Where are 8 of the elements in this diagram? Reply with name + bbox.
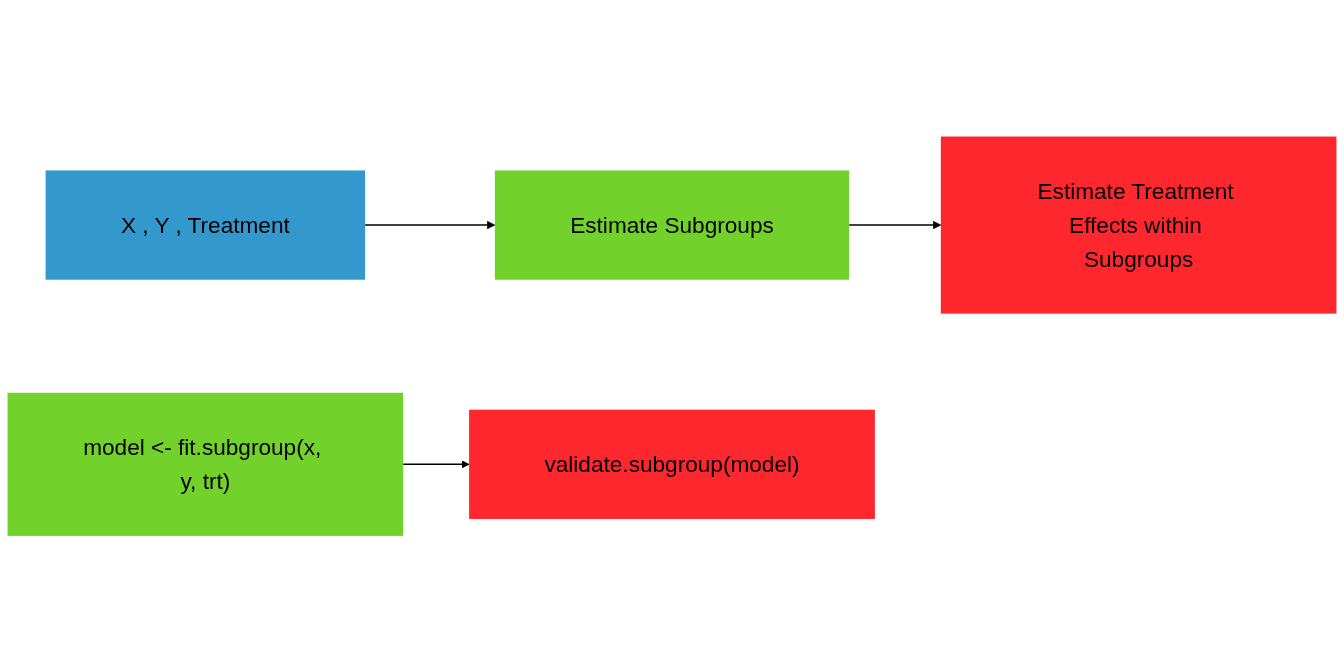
arrow xyxy=(364,220,496,229)
node-box: validate.subgroup(model) xyxy=(469,409,875,519)
node-box: Estimate Subgroups xyxy=(494,170,850,280)
node-box: Estimate Treatment Effects within Subgroups xyxy=(940,136,1337,314)
arrow xyxy=(848,220,942,229)
node-box: model <- fit.subgroup(x, y, trt) xyxy=(7,392,404,536)
node-box: X , Y , Treatment xyxy=(45,170,366,280)
arrow xyxy=(402,459,470,469)
